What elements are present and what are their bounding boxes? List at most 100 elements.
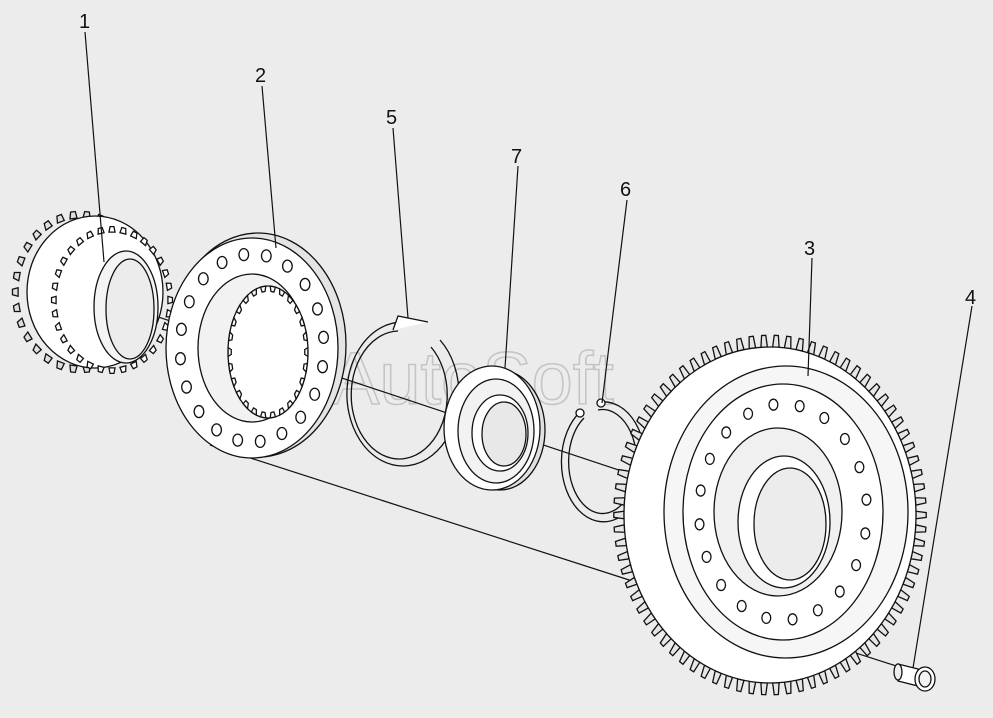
gear-tooth xyxy=(12,302,21,313)
gear-tooth xyxy=(56,213,66,224)
bolt-hole xyxy=(181,380,192,394)
gear-tooth xyxy=(69,210,78,220)
gear-tooth xyxy=(23,330,33,343)
bolt-hole xyxy=(787,613,798,626)
bolt-hole xyxy=(794,400,805,413)
gear-tooth xyxy=(161,268,170,279)
bolt-hole xyxy=(211,423,223,437)
bolt-hole xyxy=(193,404,205,419)
gear-tooth xyxy=(760,334,769,349)
gear-tooth xyxy=(148,245,157,256)
gear-tooth xyxy=(16,255,26,267)
gear-tooth xyxy=(771,334,780,349)
bolt-hole xyxy=(812,604,823,617)
internal-spline xyxy=(235,303,243,315)
bolt-hole xyxy=(312,302,323,316)
bolt-hole xyxy=(839,432,850,446)
bolt-hole xyxy=(317,360,329,374)
bolt-hole xyxy=(232,433,244,447)
gear-tooth xyxy=(50,295,57,305)
gear-tooth xyxy=(67,344,76,355)
gear-tooth xyxy=(139,353,148,364)
internal-spline xyxy=(299,377,306,389)
internal-spline xyxy=(227,330,234,342)
gear-tooth xyxy=(76,236,85,247)
internal-spline xyxy=(286,293,294,305)
gear-tooth xyxy=(43,219,54,232)
internal-spline xyxy=(302,330,309,342)
gear-tooth xyxy=(51,308,59,318)
gear-tooth xyxy=(614,483,628,493)
bolt-hole xyxy=(854,460,865,474)
gear-tooth xyxy=(11,286,19,298)
gear-tooth xyxy=(915,510,927,520)
internal-spline xyxy=(279,287,286,298)
leader-line-2 xyxy=(261,85,277,249)
leader-line-4 xyxy=(912,305,973,669)
gear-tooth xyxy=(32,229,43,242)
gear-tooth xyxy=(748,335,757,350)
internal-spline xyxy=(269,411,277,419)
bolt-hole xyxy=(216,255,228,270)
gear-tooth xyxy=(613,510,625,520)
bolt-hole xyxy=(175,322,187,336)
gear-tooth xyxy=(155,333,165,344)
callout-3: 3 xyxy=(804,238,815,260)
part-7-bearing xyxy=(443,365,546,491)
bolt-hole xyxy=(716,578,727,592)
leader-line-1 xyxy=(84,31,105,263)
gear-tooth xyxy=(23,241,33,254)
bolt-hole xyxy=(695,484,706,497)
leader-lines xyxy=(84,31,973,669)
bolt-hole xyxy=(701,550,712,564)
bolt-hole xyxy=(238,247,250,262)
bolt-hole xyxy=(318,330,329,344)
gear-tooth xyxy=(97,365,105,374)
bolt-hole xyxy=(704,452,715,466)
gear-tooth xyxy=(54,321,63,332)
bolt-hole xyxy=(309,387,321,401)
gear-tooth xyxy=(108,367,116,375)
gear-tooth xyxy=(119,226,127,235)
internal-spline xyxy=(293,303,301,315)
callout-1: 1 xyxy=(79,11,90,33)
internal-spline xyxy=(259,285,267,293)
gear-tooth xyxy=(69,364,78,374)
bolt-hole xyxy=(861,493,872,506)
gear-tooth xyxy=(129,230,138,240)
gear-tooth xyxy=(59,333,69,344)
part-3-large-spur-gear xyxy=(613,334,927,696)
bolt-hole xyxy=(819,411,830,425)
callout-7: 7 xyxy=(511,146,522,168)
bolt-hole xyxy=(254,434,266,449)
callout-4: 4 xyxy=(965,287,976,309)
leader-line-3 xyxy=(807,257,813,377)
bolt-hole xyxy=(860,527,871,540)
internal-spline xyxy=(250,406,257,417)
gear-tooth xyxy=(76,353,85,364)
bolt-hole xyxy=(694,518,705,531)
internal-spline xyxy=(302,362,309,374)
bolt-hole xyxy=(721,426,732,439)
gear-tooth xyxy=(43,352,54,365)
gear-tooth xyxy=(148,344,157,355)
leader-line-7 xyxy=(504,165,519,369)
gear-tooth xyxy=(914,524,927,533)
gear-tooth xyxy=(129,360,138,370)
bolt-hole xyxy=(743,407,754,420)
gear-tooth xyxy=(613,497,626,506)
callout-labels: 1 2 5 7 6 3 4 xyxy=(79,11,976,309)
bolt-hole xyxy=(299,277,311,292)
gear-tooth xyxy=(783,335,792,350)
gear-tooth xyxy=(59,256,69,267)
gear-tooth xyxy=(614,537,628,547)
gear-tooth xyxy=(165,282,173,292)
leader-line-6 xyxy=(601,199,628,404)
internal-spline xyxy=(279,406,286,417)
gear-tooth xyxy=(760,681,769,696)
bolt-hole xyxy=(834,585,845,598)
bolt-hole xyxy=(260,249,272,263)
internal-spline xyxy=(304,346,309,358)
bolt-hole xyxy=(761,611,772,624)
